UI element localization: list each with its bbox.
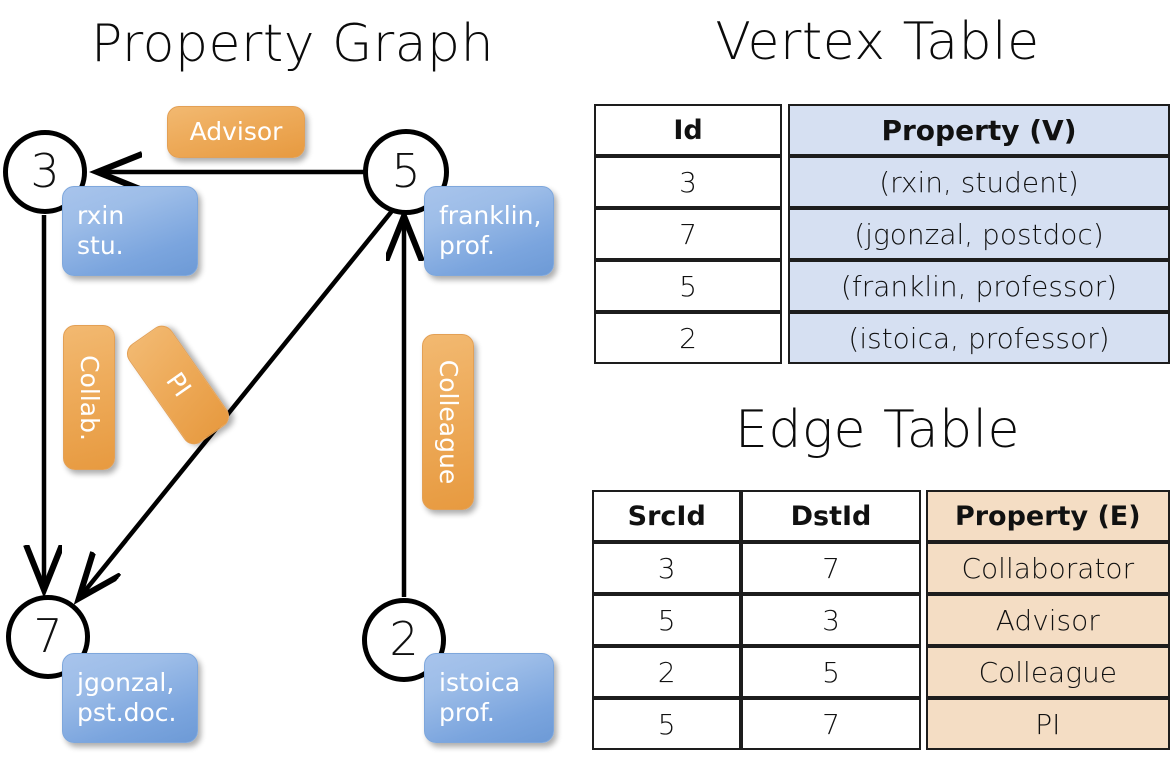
graph-node-3-label: 3 bbox=[30, 144, 60, 198]
edge-table: SrcId DstId Property (E) 3 7 Collaborato… bbox=[592, 490, 1170, 750]
graph-node-5-label: 5 bbox=[391, 144, 421, 198]
edge-row-property: Advisor bbox=[925, 594, 1170, 646]
node-property-badge-franklin[interactable]: franklin, prof. bbox=[424, 186, 554, 276]
edge-label-badge-colleague-text: Colleague bbox=[434, 359, 464, 485]
table-row[interactable]: 2 5 Colleague bbox=[592, 646, 1170, 698]
graph-edges-svg bbox=[0, 0, 585, 760]
vertex-row-property: (rxin, student) bbox=[788, 156, 1170, 208]
edge-table-header-dstid: DstId bbox=[741, 490, 921, 542]
edge-row-dstid: 7 bbox=[741, 542, 921, 594]
graph-node-5[interactable]: 5 bbox=[363, 129, 449, 215]
edge-label-badge-advisor-text: Advisor bbox=[189, 117, 283, 146]
table-row[interactable]: 3 (rxin, student) bbox=[594, 156, 1170, 208]
node-property-badge-rxin[interactable]: rxin stu. bbox=[62, 186, 198, 276]
vertex-table: Id Property (V) 3 (rxin, student) 7 (jgo… bbox=[594, 104, 1170, 364]
edge-label-badge-collab-text: Collab. bbox=[75, 354, 104, 441]
vertex-table-header-id: Id bbox=[594, 104, 782, 156]
node-property-badge-jgonzal-text: jgonzal, pst.doc. bbox=[77, 668, 177, 727]
table-row[interactable]: 2 (istoica, professor) bbox=[594, 312, 1170, 364]
table-row[interactable]: 7 (jgonzal, postdoc) bbox=[594, 208, 1170, 260]
edge-row-property: Collaborator bbox=[925, 542, 1170, 594]
table-row[interactable]: 5 3 Advisor bbox=[592, 594, 1170, 646]
node-property-badge-jgonzal[interactable]: jgonzal, pst.doc. bbox=[62, 653, 198, 743]
edge-row-srcid: 2 bbox=[592, 646, 742, 698]
vertex-row-property: (jgonzal, postdoc) bbox=[788, 208, 1170, 260]
table-row[interactable]: 5 (franklin, professor) bbox=[594, 260, 1170, 312]
vertex-table-header-row: Id Property (V) bbox=[594, 104, 1170, 156]
node-property-badge-istoica[interactable]: istoica prof. bbox=[424, 653, 554, 743]
edge-table-header-property: Property (E) bbox=[925, 490, 1170, 542]
graph-node-7-label: 7 bbox=[33, 609, 63, 663]
page-title-edge-table: Edge Table bbox=[734, 400, 1021, 460]
edge-row-srcid: 5 bbox=[592, 698, 742, 750]
edge-label-badge-pi-text: PI bbox=[160, 367, 197, 403]
page-title-property-graph: Property Graph bbox=[90, 14, 495, 74]
edge-row-property: PI bbox=[925, 698, 1170, 750]
property-graph-diagram: 3 5 7 2 rxin stu. franklin, prof. jgonza… bbox=[0, 0, 585, 760]
edge-row-srcid: 3 bbox=[592, 542, 742, 594]
edge-table-header-row: SrcId DstId Property (E) bbox=[592, 490, 1170, 542]
edge-row-dstid: 7 bbox=[741, 698, 921, 750]
graph-node-2[interactable]: 2 bbox=[362, 598, 446, 682]
table-row[interactable]: 5 7 PI bbox=[592, 698, 1170, 750]
edge-label-badge-colleague[interactable]: Colleague bbox=[422, 334, 474, 510]
node-property-badge-istoica-text: istoica prof. bbox=[439, 668, 521, 727]
node-property-badge-franklin-text: franklin, prof. bbox=[439, 201, 542, 260]
vertex-row-id: 5 bbox=[594, 260, 782, 312]
vertex-row-id: 7 bbox=[594, 208, 782, 260]
edge-row-dstid: 5 bbox=[741, 646, 921, 698]
page-title-vertex-table: Vertex Table bbox=[715, 12, 1040, 72]
edge-5-to-7 bbox=[80, 209, 394, 597]
node-property-badge-rxin-text: rxin stu. bbox=[77, 201, 125, 260]
edge-row-srcid: 5 bbox=[592, 594, 742, 646]
vertex-row-id: 3 bbox=[594, 156, 782, 208]
edge-row-dstid: 3 bbox=[741, 594, 921, 646]
vertex-row-id: 2 bbox=[594, 312, 782, 364]
table-row[interactable]: 3 7 Collaborator bbox=[592, 542, 1170, 594]
edge-label-badge-collab[interactable]: Collab. bbox=[63, 325, 115, 470]
vertex-row-property: (istoica, professor) bbox=[788, 312, 1170, 364]
edge-table-header-srcid: SrcId bbox=[592, 490, 742, 542]
edge-label-badge-advisor[interactable]: Advisor bbox=[167, 106, 305, 158]
vertex-row-property: (franklin, professor) bbox=[788, 260, 1170, 312]
edge-row-property: Colleague bbox=[925, 646, 1170, 698]
graph-node-2-label: 2 bbox=[389, 612, 419, 666]
vertex-table-header-property: Property (V) bbox=[788, 104, 1170, 156]
